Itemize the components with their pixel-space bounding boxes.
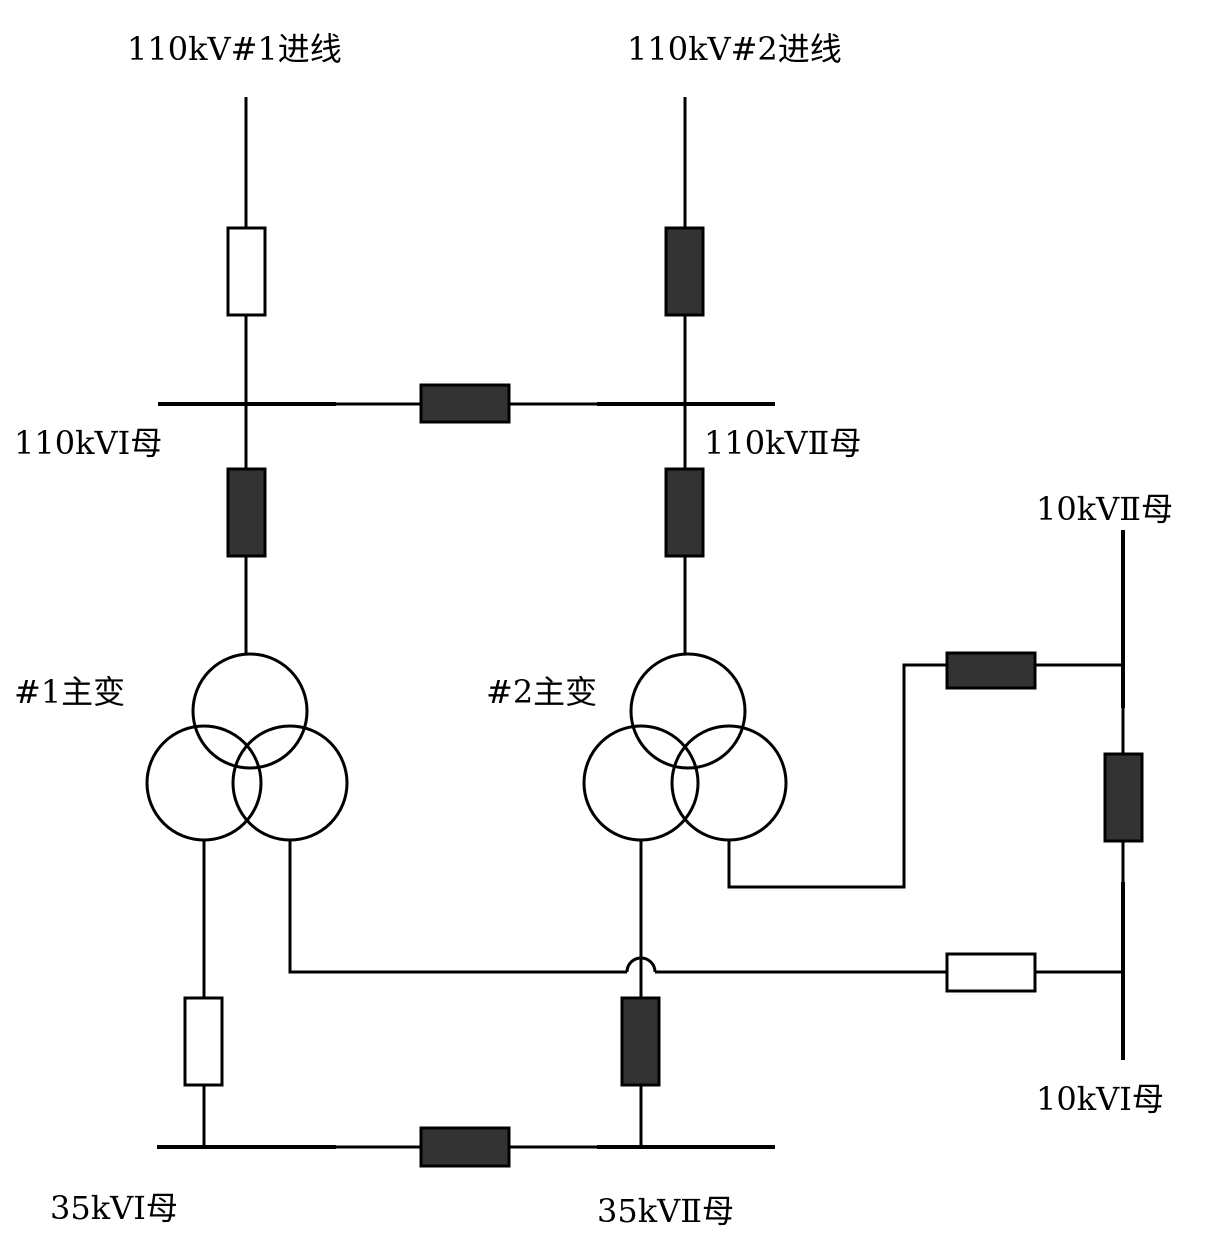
label-tx1: #1主变 <box>14 673 126 711</box>
breaker-tx2-35[interactable] <box>620 996 661 1087</box>
breaker-tx1-10[interactable] <box>945 952 1037 993</box>
breaker-tx2-110[interactable] <box>664 467 705 558</box>
breaker-line1[interactable] <box>226 226 267 317</box>
tx2-10-lead <box>727 663 1123 889</box>
label-110kv-bus1: 110kVⅠ母 <box>14 424 163 462</box>
breaker-tx1-110[interactable] <box>226 467 267 558</box>
tx1-winding-lv <box>231 724 349 842</box>
label-110kv-line1: 110kV#1进线 <box>127 30 342 68</box>
breaker-line2[interactable] <box>664 226 705 317</box>
label-35kv-bus2: 35kVⅡ母 <box>597 1192 734 1230</box>
label-tx2: #2主变 <box>486 673 598 711</box>
breaker-bus-tie-35[interactable] <box>419 1126 511 1168</box>
breaker-bus-tie-110[interactable] <box>419 383 511 424</box>
breaker-tx1-35[interactable] <box>183 996 224 1087</box>
breaker-tx2-10[interactable] <box>945 651 1037 690</box>
tx1-10-lead <box>288 840 627 974</box>
tx2-winding-lv <box>670 724 788 842</box>
label-35kv-bus1: 35kVⅠ母 <box>50 1189 178 1227</box>
breaker-bus-tie-10[interactable] <box>1103 752 1144 843</box>
label-110kv-line2: 110kV#2进线 <box>627 30 842 68</box>
tx1-winding-hv <box>191 652 309 770</box>
tx2-winding-hv <box>629 652 747 770</box>
label-10kv-bus1: 10kVⅠ母 <box>1036 1080 1164 1118</box>
label-10kv-bus2: 10kVⅡ母 <box>1036 490 1173 528</box>
label-110kv-bus2: 110kVⅡ母 <box>704 424 862 462</box>
